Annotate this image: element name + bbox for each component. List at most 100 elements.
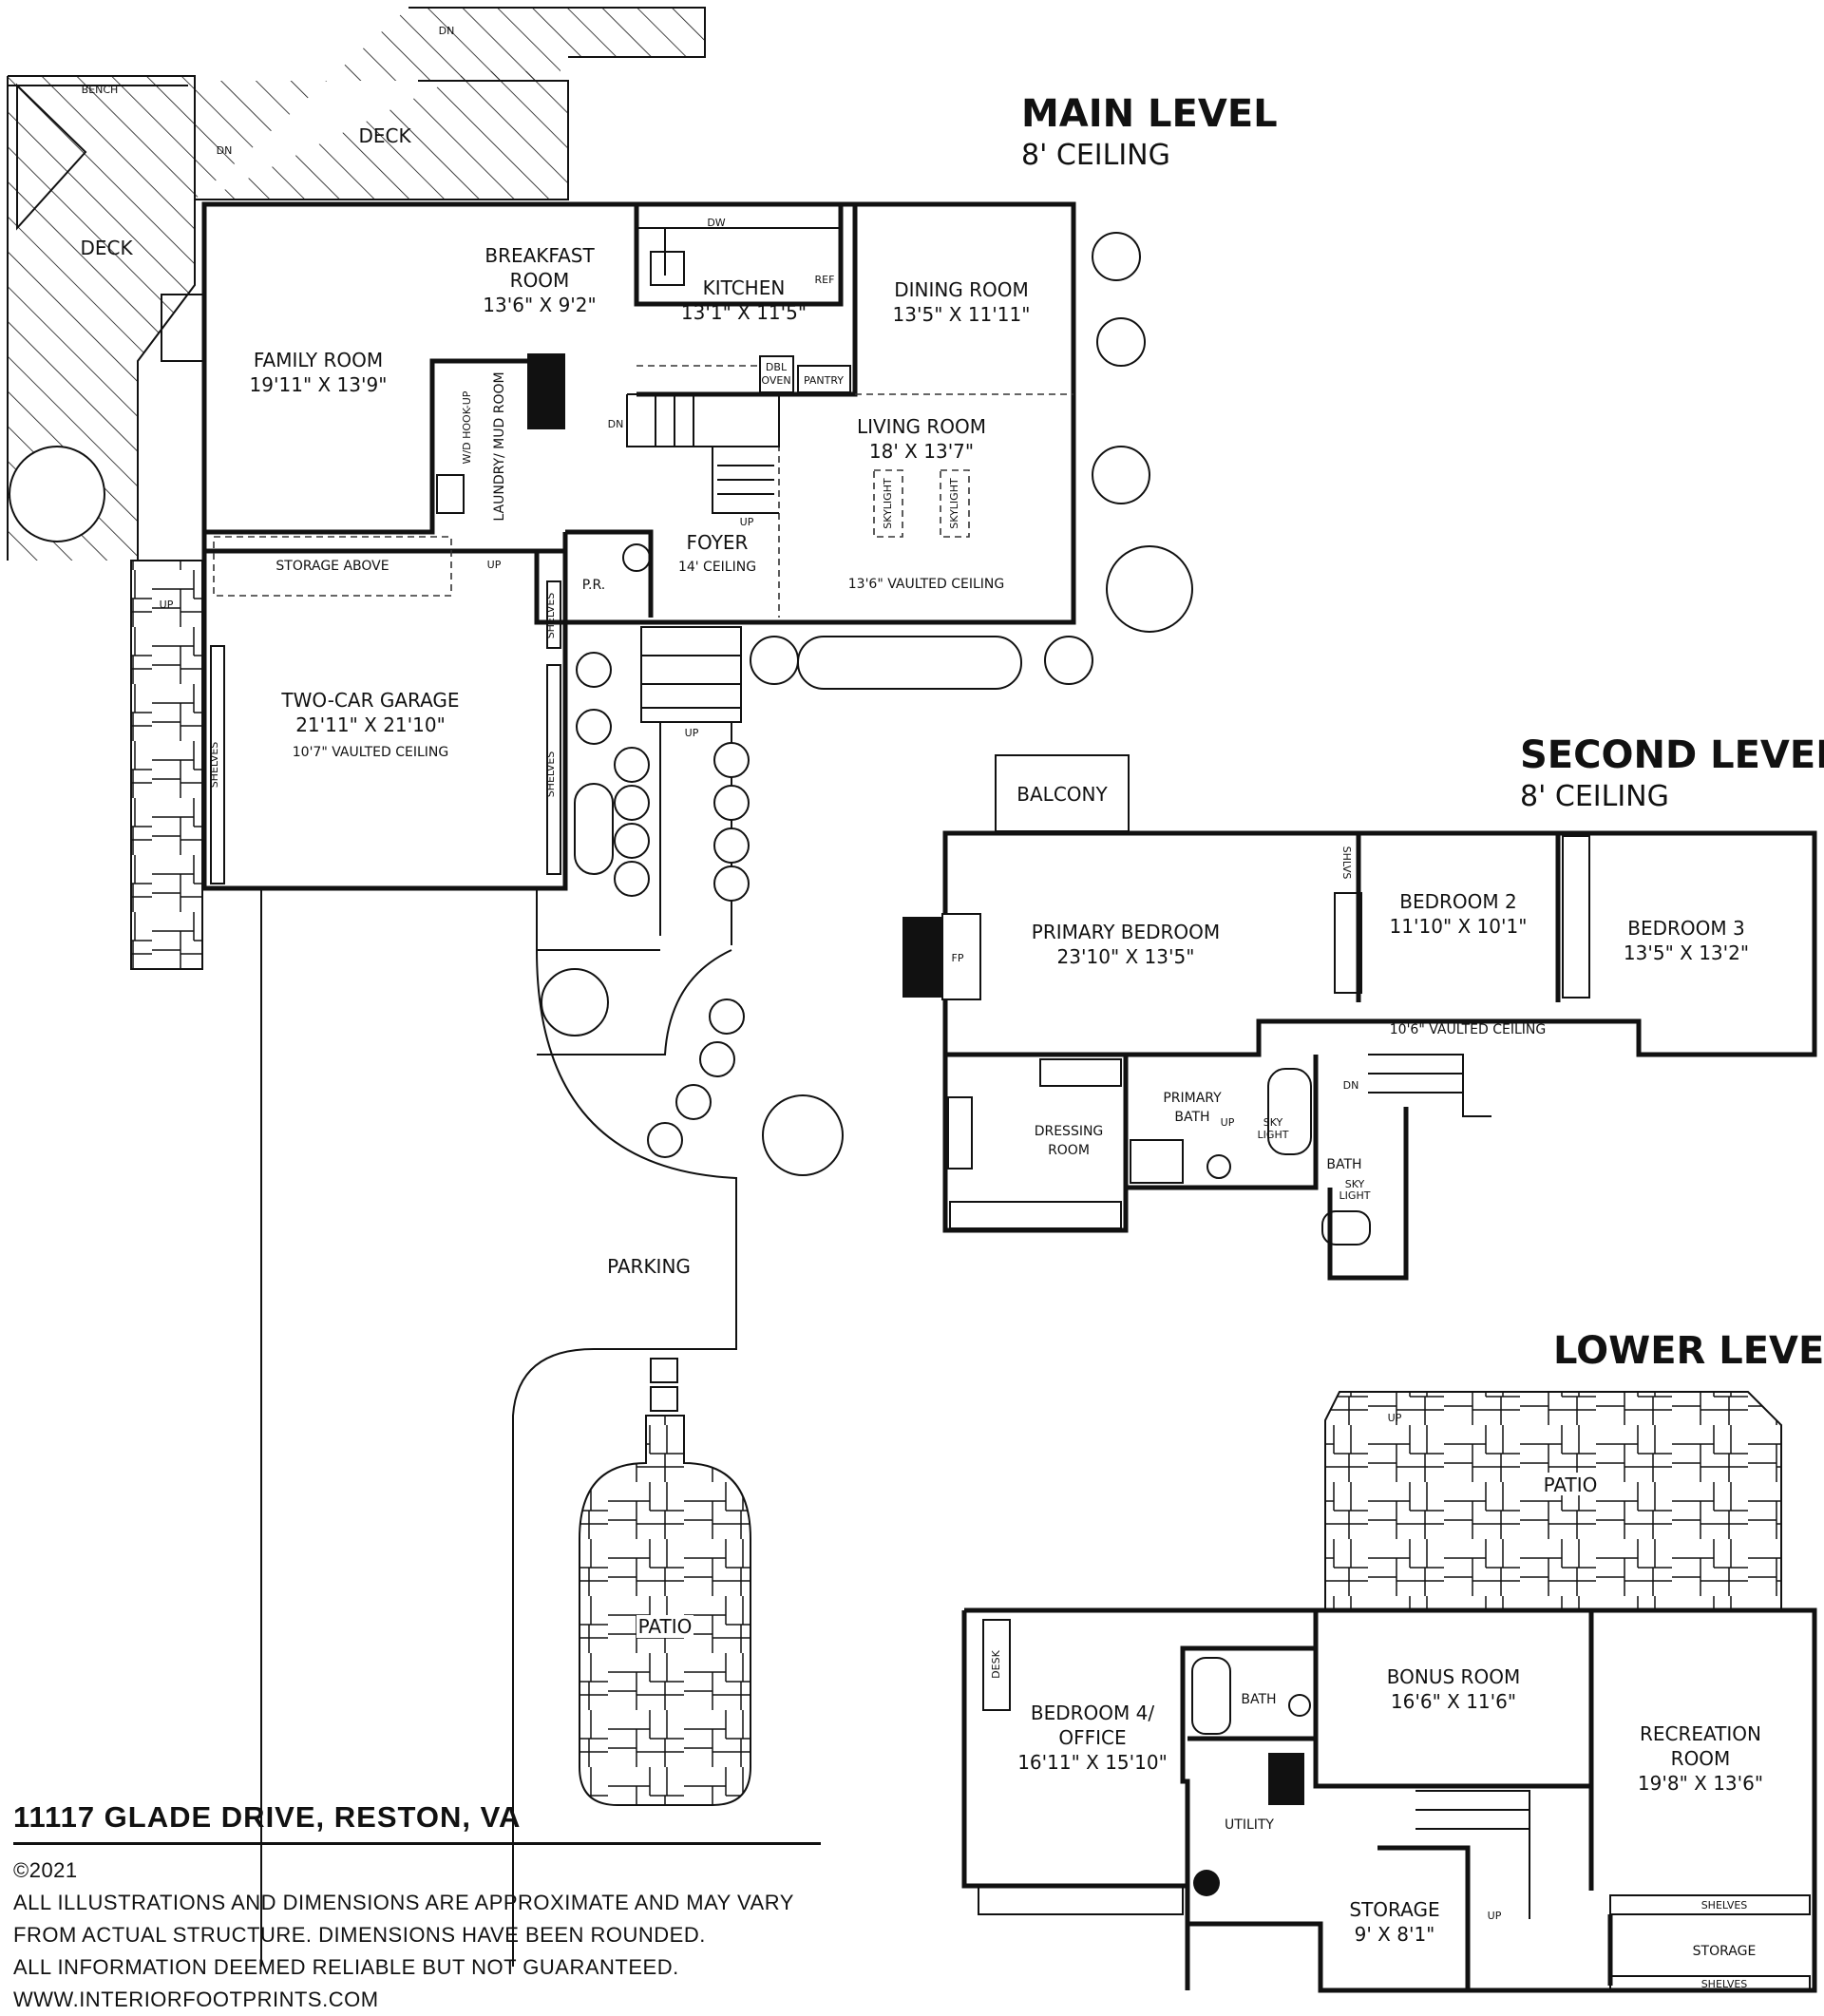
front-patio <box>579 1415 751 1806</box>
shrub-curve-4 <box>647 1122 683 1158</box>
website-link[interactable]: WWW.INTERIORFOOTPRINTS.COM <box>13 1987 379 2011</box>
garage-walls <box>201 548 568 891</box>
shrub-dining-2 <box>1096 317 1146 367</box>
breakfast-room-name-2: ROOM <box>510 269 570 292</box>
garage-ceiling: 10'7" VAULTED CEILING <box>293 745 448 760</box>
foyer-ceiling: 14' CEILING <box>678 560 756 575</box>
shelves-label-1: SHELVES <box>1701 1899 1748 1911</box>
lower-stairs <box>1416 1790 1530 1919</box>
shrub-curve-2 <box>699 1041 735 1077</box>
family-bay <box>161 294 205 362</box>
pantry-box <box>797 365 851 393</box>
primary-tub <box>1267 1068 1312 1155</box>
bedroom-4-name: BEDROOM 4/ <box>1031 1702 1154 1724</box>
lower-toilet <box>1288 1694 1311 1717</box>
footer: 11117 GLADE DRIVE, RESTON, VA ©2021 ALL … <box>13 1800 830 2016</box>
lower-patio <box>1324 1391 1782 1611</box>
curve-lawn <box>537 949 732 1056</box>
main-level-title: MAIN LEVEL <box>1021 92 1278 136</box>
lower-stair-up: UP <box>1488 1910 1502 1922</box>
breakfast-room-name: BREAKFAST <box>484 244 595 267</box>
dining-room-dim: 13'5" X 11'11" <box>893 303 1031 326</box>
recreation-room-dim: 19'8" X 13'6" <box>1638 1772 1763 1795</box>
second-stairs <box>1368 1054 1492 1117</box>
furnace <box>1268 1753 1304 1805</box>
tree-lawn <box>541 968 609 1037</box>
storage-above-outline <box>213 536 452 597</box>
front-patio-label: PATIO <box>638 1615 693 1638</box>
shrub-front-1 <box>750 636 799 685</box>
shrub-walk-8 <box>713 742 750 778</box>
deck-top-hatch <box>195 8 705 200</box>
lower-patio-up: UP <box>1388 1412 1402 1424</box>
main-stair-up: UP <box>740 516 754 528</box>
shrub-walk-6 <box>614 823 650 859</box>
shrub-walk-2 <box>576 709 612 745</box>
bonus-room-name: BONUS ROOM <box>1387 1665 1520 1688</box>
skylight-2 <box>940 469 970 538</box>
garage-dim: 21'11" X 21'10" <box>295 713 446 736</box>
shrub-walk-1 <box>576 652 612 688</box>
lower-level: LOWER LEVEL PATIO UP BEDROOM 4/ OFFICE 1… <box>961 1329 1824 1993</box>
primary-bath-name: PRIMARY <box>1163 1091 1222 1106</box>
storage-2-label: STORAGE <box>1693 1944 1757 1959</box>
primary-skylight-2: LIGHT <box>1258 1129 1289 1141</box>
primary-bedroom-dim: 23'10" X 13'5" <box>1057 945 1195 968</box>
lower-interior-walls <box>1188 1610 1594 1990</box>
bedroom-3-dim: 13'5" X 13'2" <box>1624 941 1749 964</box>
second-stair-dn: DN <box>1343 1079 1359 1092</box>
hall-skylight-1: SKY <box>1345 1178 1365 1190</box>
walkway-up-label: UP <box>160 599 174 611</box>
shelves-box-2 <box>1609 1975 1811 1991</box>
main-stairs <box>626 393 780 514</box>
disclaimer-line-2: FROM ACTUAL STRUCTURE. DIMENSIONS HAVE B… <box>13 1923 706 1947</box>
living-room-name: LIVING ROOM <box>857 415 986 438</box>
lower-patio-label: PATIO <box>1544 1474 1598 1496</box>
shrub-dining-1 <box>1092 232 1141 281</box>
dressing-closet-left <box>947 1096 973 1170</box>
laundry-wall <box>204 358 527 535</box>
bench-label: BENCH <box>82 84 119 96</box>
deck-dn-label: DN <box>439 25 455 37</box>
powder-toilet <box>622 543 651 572</box>
family-room-name: FAMILY ROOM <box>254 349 383 371</box>
bedroom-dividers <box>1356 833 1561 1002</box>
main-level-ceiling: 8' CEILING <box>1021 139 1170 172</box>
lower-walls <box>964 1607 1817 1993</box>
hall-bath-walls <box>1313 1055 1409 1281</box>
shrub-walk-7 <box>614 861 650 897</box>
fireplace-label: FP <box>952 952 964 964</box>
kitchen-name: KITCHEN <box>703 276 786 299</box>
stepping-stone-2 <box>650 1386 678 1412</box>
bedroom-2-dim: 11'10" X 10'1" <box>1390 915 1528 938</box>
hedge-front <box>797 636 1022 690</box>
primary-toilet <box>1206 1154 1231 1179</box>
lower-patio-label-bg <box>1537 1473 1604 1495</box>
hall-tub <box>1321 1210 1371 1246</box>
bedroom-4-closet <box>978 1885 1184 1915</box>
tree-living <box>1106 545 1193 633</box>
shrub-walk-5 <box>614 785 650 821</box>
bonus-room-dim: 16'6" X 11'6" <box>1391 1690 1516 1713</box>
pantry-label: PANTRY <box>804 374 844 387</box>
chimney <box>527 353 565 429</box>
bedroom-3-name: BEDROOM 3 <box>1627 917 1744 940</box>
kitchen-dim: 13'1" X 11'5" <box>681 301 807 324</box>
dressing-room-name-2: ROOM <box>1048 1143 1090 1158</box>
powder-room-label: P.R. <box>582 578 605 593</box>
second-level: SECOND LEVEL 8' CEILING BALCONY FP PRIMA… <box>902 733 1824 1281</box>
breakfast-room-dim: 13'6" X 9'2" <box>483 294 596 316</box>
dressing-room-name: DRESSING <box>1035 1124 1104 1139</box>
stone-walkway <box>130 560 203 970</box>
deck-left-label: DECK <box>80 237 133 259</box>
ref-label: REF <box>815 274 835 286</box>
shelves-label-2: SHELVES <box>1701 1978 1748 1990</box>
bedroom-2-closet <box>1334 892 1362 994</box>
disclaimer-line-1: ALL ILLUSTRATIONS AND DIMENSIONS ARE APP… <box>13 1891 794 1914</box>
garage-name: TWO-CAR GARAGE <box>280 689 459 712</box>
family-room-dim: 19'11" X 13'9" <box>250 373 388 396</box>
storage-name: STORAGE <box>1349 1898 1439 1921</box>
laundry-up-label: UP <box>487 559 502 571</box>
foyer-name: FOYER <box>687 531 749 554</box>
garage-shelves-upper-label: SHELVES <box>544 593 557 639</box>
